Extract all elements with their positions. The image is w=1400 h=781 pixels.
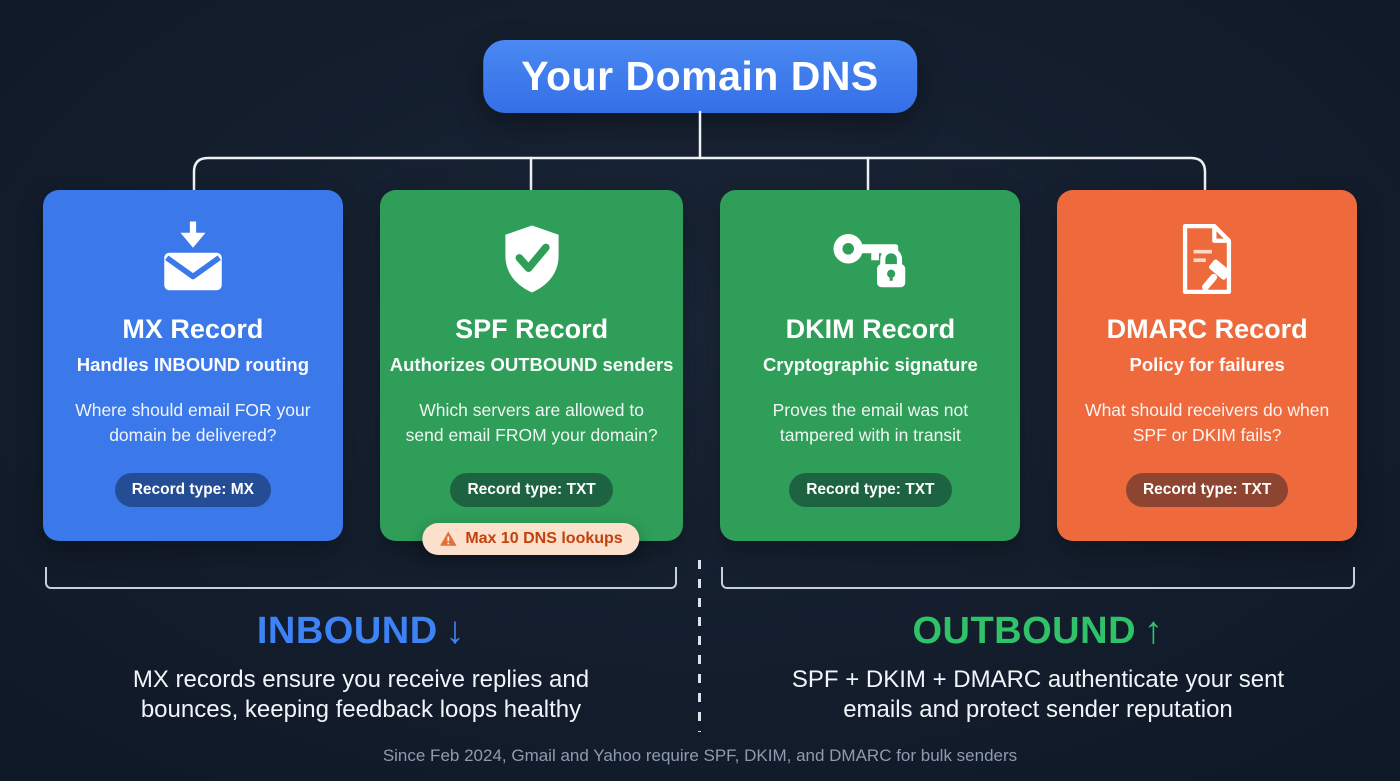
inbound-description: MX records ensure you receive replies an… xyxy=(132,666,590,724)
outbound-section: OUTBOUND↑ SPF + DKIM + DMARC authenticat… xyxy=(721,610,1355,726)
mail-inbound-icon xyxy=(153,216,233,302)
card-dmarc-record: DMARC Record Policy for failures What sh… xyxy=(1057,190,1358,541)
key-lock-icon xyxy=(829,216,911,302)
title-box: Your Domain DNS xyxy=(483,40,917,113)
spf-lookup-warning: Max 10 DNS lookups xyxy=(422,523,640,555)
inbound-heading: INBOUND↓ xyxy=(45,610,677,653)
card-subtitle: Handles INBOUND routing xyxy=(76,354,310,375)
card-dkim-record: DKIM Record Cryptographic signature Prov… xyxy=(720,190,1021,541)
inbound-outbound-divider xyxy=(698,560,701,732)
card-mx-record: MX Record Handles INBOUND routing Where … xyxy=(43,190,343,541)
card-description: Which servers are allowed to send email … xyxy=(405,400,658,445)
footer-note: Since Feb 2024, Gmail and Yahoo require … xyxy=(382,746,1018,765)
card-subtitle: Policy for failures xyxy=(1129,354,1285,375)
record-type-badge: Record type: TXT xyxy=(450,473,613,507)
inbound-section: INBOUND↓ MX records ensure you receive r… xyxy=(45,610,677,726)
warning-text: Max 10 DNS lookups xyxy=(465,530,623,547)
outbound-bracket xyxy=(721,567,1355,589)
card-description: Proves the email was not tampered with i… xyxy=(772,400,969,445)
record-cards-row: MX Record Handles INBOUND routing Where … xyxy=(43,190,1358,541)
warning-icon xyxy=(440,531,457,546)
page-title: Your Domain DNS xyxy=(521,53,879,99)
down-arrow-icon: ↓ xyxy=(445,610,466,652)
card-title: DKIM Record xyxy=(785,314,956,344)
card-subtitle: Cryptographic signature xyxy=(762,354,978,375)
card-description: Where should email FOR your domain be de… xyxy=(75,400,311,445)
section-label: OUTBOUND xyxy=(912,610,1137,652)
card-title: DMARC Record xyxy=(1106,314,1308,344)
card-title: SPF Record xyxy=(455,314,609,344)
record-type-badge: Record type: MX xyxy=(114,473,272,507)
outbound-description: SPF + DKIM + DMARC authenticate your sen… xyxy=(791,666,1285,724)
card-spf-record: SPF Record Authorizes OUTBOUND senders W… xyxy=(379,190,684,541)
record-type-badge: Record type: TXT xyxy=(1125,473,1289,507)
card-title: MX Record xyxy=(122,314,264,344)
shield-check-icon xyxy=(495,216,569,302)
up-arrow-icon: ↑ xyxy=(1144,610,1164,652)
outbound-heading: OUTBOUND↑ xyxy=(721,610,1355,653)
record-type-badge: Record type: TXT xyxy=(789,473,952,507)
document-gavel-icon xyxy=(1168,216,1246,302)
inbound-bracket xyxy=(45,567,677,589)
connector-lines xyxy=(192,110,1207,193)
section-label: INBOUND xyxy=(256,610,438,652)
card-description: What should receivers do when SPF or DKI… xyxy=(1085,400,1330,445)
card-subtitle: Authorizes OUTBOUND senders xyxy=(389,354,674,375)
